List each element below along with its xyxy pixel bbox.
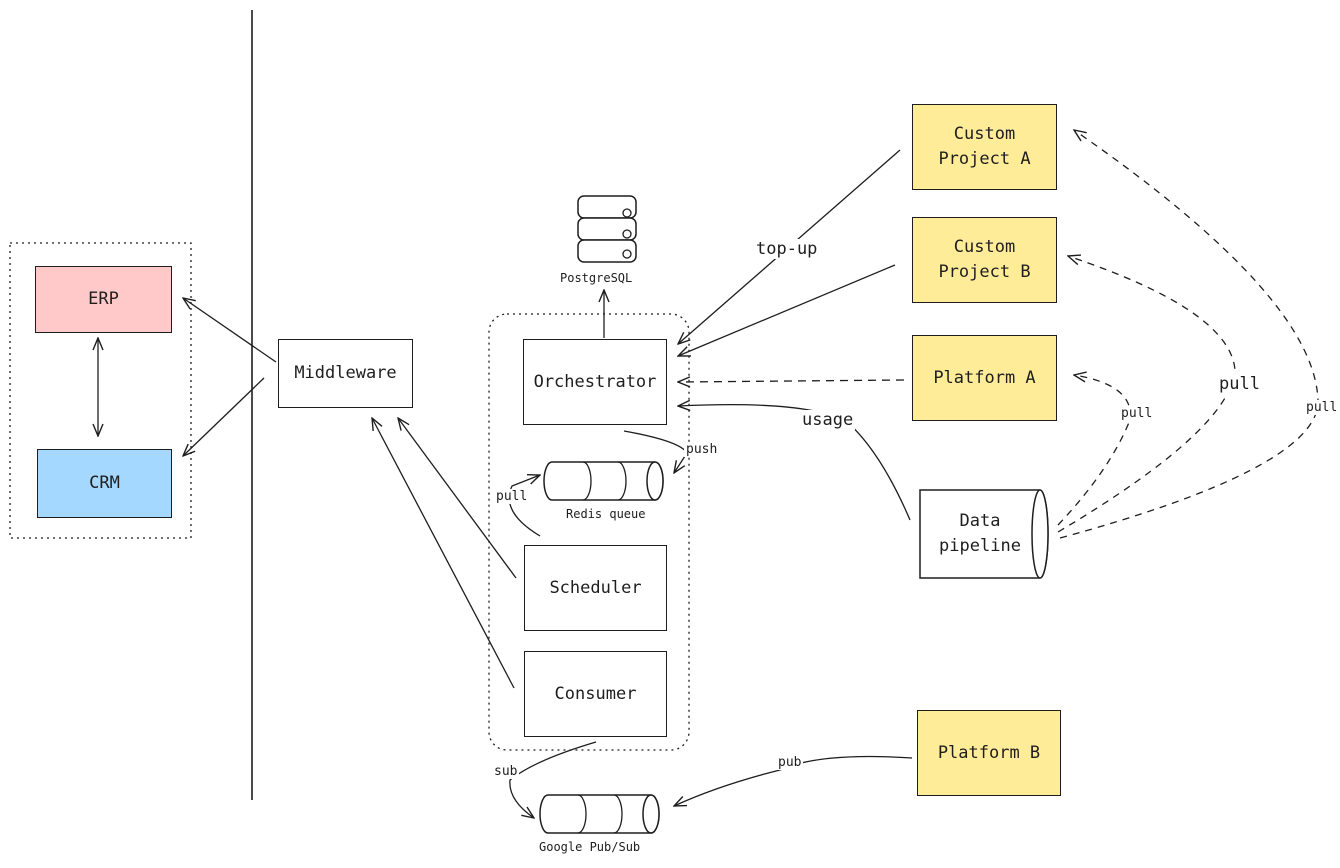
platform-a-box: Platform A [912,335,1057,421]
usage-label: usage [800,410,856,430]
middleware-box: Middleware [278,339,413,408]
edge-scheduler-middleware [398,418,517,579]
sub-label: sub [492,764,520,779]
redis-queue-icon [543,461,664,501]
edge-pipeline-custom-b [1057,256,1236,533]
crm-erp-group [9,242,192,539]
pubsub-queue-icon [539,794,660,834]
edge-pipeline-custom-a [1059,130,1319,539]
edge-middleware-erp [183,298,277,363]
data-pipeline-cylinder [919,489,1049,579]
edge-platform-a-orchestrator [678,380,905,382]
edge-middleware-crm [183,377,265,456]
edge-consumer-middleware [372,418,515,689]
edge-consumer-pubsub [509,741,597,818]
pull-platform-a-label: pull [1119,406,1155,421]
data-pipeline-label: Data pipeline [939,511,1021,556]
pull-custom-a-label: pull [1304,400,1340,415]
top-up-label: top-up [754,239,820,259]
services-group [488,313,690,751]
edge-custom-b-orchestrator [678,264,896,356]
redis-queue-caption: Redis queue [566,507,646,521]
custom-project-b-box: Custom Project B [912,217,1057,303]
edge-pipeline-orchestrator [678,405,911,521]
edge-pipeline-platform-a [1057,375,1131,526]
erp-box: ERP [35,266,172,333]
consumer-box: Consumer [524,651,667,737]
custom-project-a-box: Custom Project A [912,104,1057,190]
platform-b-box: Platform B [917,710,1061,796]
pull-custom-b-label: pull [1217,374,1262,394]
google-pubsub-caption: Google Pub/Sub [539,840,641,854]
database-icon [577,195,637,263]
pub-label: pub [776,755,804,770]
edge-scheduler-redis [508,475,540,537]
pull-redis-label: pull [494,489,530,504]
orchestrator-box: Orchestrator [523,339,667,425]
crm-box: CRM [37,449,172,518]
postgresql-caption: PostgreSQL [560,271,633,285]
scheduler-box: Scheduler [524,545,667,631]
push-label: push [684,442,720,457]
